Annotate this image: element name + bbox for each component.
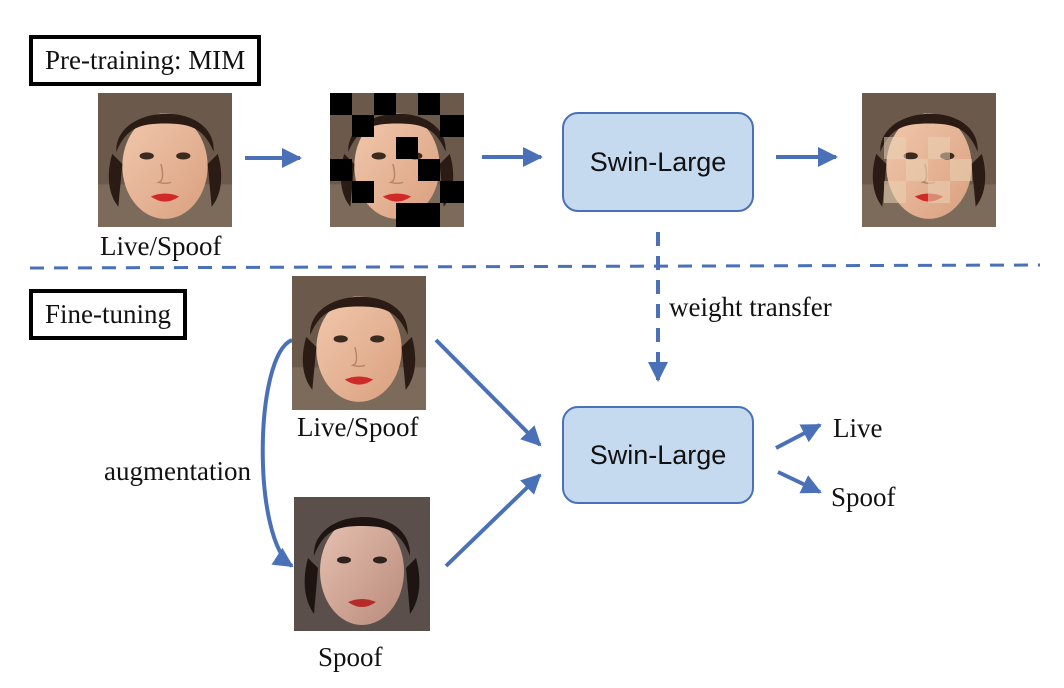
pretrain-model-box: Swin-Large	[562, 112, 754, 212]
arrow-spoof-to-model	[444, 473, 542, 568]
arrow-live-to-model	[434, 338, 542, 447]
face-image-finetune-spoof	[294, 497, 430, 631]
arrow-model-to-spoof	[777, 470, 822, 494]
finetune-input-caption: Live/Spoof	[297, 412, 419, 442]
weight-transfer-caption: weight transfer	[669, 292, 832, 322]
mask-patches	[330, 93, 464, 227]
augmentation-caption: augmentation	[104, 456, 251, 486]
finetune-spoof-caption: Spoof	[318, 642, 383, 672]
reconstructed-patches	[884, 137, 972, 203]
arrow-model-to-live	[775, 423, 822, 450]
face-image-masked	[330, 93, 464, 227]
output-live-label: Live	[833, 413, 883, 443]
finetuning-stage-label: Fine-tuning	[29, 289, 187, 340]
stage-separator-line	[29, 263, 1041, 270]
face-image-pretrain-input	[98, 93, 232, 227]
pretrain-input-caption: Live/Spoof	[100, 231, 222, 261]
output-spoof-label: Spoof	[831, 482, 896, 512]
arrow-augmentation	[260, 338, 294, 568]
face-image-finetune-input	[292, 276, 426, 410]
face-image-reconstruction	[862, 93, 996, 227]
pretraining-stage-label: Pre-training: MIM	[29, 35, 262, 86]
finetune-model-box: Swin-Large	[562, 406, 754, 504]
